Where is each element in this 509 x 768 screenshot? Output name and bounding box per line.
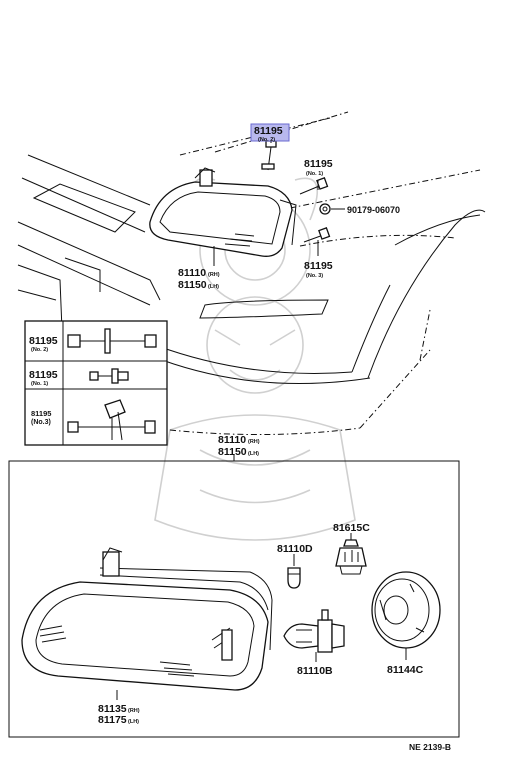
legend-row1-part: 81195 (29, 335, 58, 347)
nut-90179 (319, 203, 331, 215)
label-81150-detail-suffix: (LH) (248, 451, 259, 457)
page-code: NE 2139-B (409, 742, 451, 752)
headlamp-lens-large (21, 547, 273, 700)
label-81110-upper[interactable]: 81110 (178, 267, 206, 279)
highlight-box (250, 123, 290, 142)
label-81195-no2-sub: (No. 2) (258, 137, 275, 143)
label-81175[interactable]: 81175 (98, 714, 127, 726)
bolt-legend-table: 81195 (No. 2) 81195 (No. 1) 81195 (No.3) (24, 320, 168, 446)
label-81135-suffix: (RH) (128, 708, 140, 714)
bolt-no1 (299, 177, 329, 195)
bulb-81110d (287, 567, 301, 589)
legend-bolt-no3-icon (67, 399, 156, 441)
headlamp-assembly-upper (149, 167, 297, 257)
leader-lines-upper (213, 139, 345, 266)
label-81144c[interactable]: 81144C (387, 664, 424, 676)
leader-lines-detail (293, 533, 352, 662)
legend-row2-part: 81195 (29, 369, 58, 381)
label-90179-06070[interactable]: 90179-06070 (347, 205, 400, 215)
legend-bolt-no2-icon (67, 328, 157, 354)
socket-81615c (335, 539, 367, 575)
bulb-81110b (283, 609, 345, 653)
label-81195-no2[interactable]: 81195 (254, 125, 283, 137)
label-81195-no3[interactable]: 81195 (304, 260, 333, 272)
label-81110b[interactable]: 81110B (297, 665, 333, 677)
label-81195-no1-sub: (No. 1) (306, 171, 323, 177)
cover-81144c (371, 571, 441, 660)
legend-row2-sub: (No. 1) (31, 381, 48, 387)
label-81110-detail-suffix: (RH) (248, 439, 260, 445)
label-81150-detail[interactable]: 81150 (218, 446, 247, 458)
label-81175-suffix: (LH) (128, 719, 139, 725)
label-81135[interactable]: 81135 (98, 703, 127, 715)
label-81150-upper[interactable]: 81150 (178, 279, 207, 291)
label-81615c[interactable]: 81615C (333, 522, 370, 534)
label-81195-no1[interactable]: 81195 (304, 158, 333, 170)
legend-row3-sub: (No.3) (31, 419, 51, 426)
legend-row1-sub: (No. 2) (31, 347, 48, 353)
label-81110d[interactable]: 81110D (277, 543, 313, 555)
label-81110-detail[interactable]: 81110 (218, 434, 246, 446)
label-81150-upper-suffix: (LH) (208, 284, 219, 290)
label-81110-upper-suffix: (RH) (208, 272, 220, 278)
label-81195-no3-sub: (No. 3) (306, 273, 323, 279)
legend-row3-part: 81195 (31, 409, 51, 418)
bolt-no2 (261, 140, 277, 171)
legend-bolt-no1-icon (89, 368, 129, 384)
bolt-no3 (303, 227, 331, 243)
